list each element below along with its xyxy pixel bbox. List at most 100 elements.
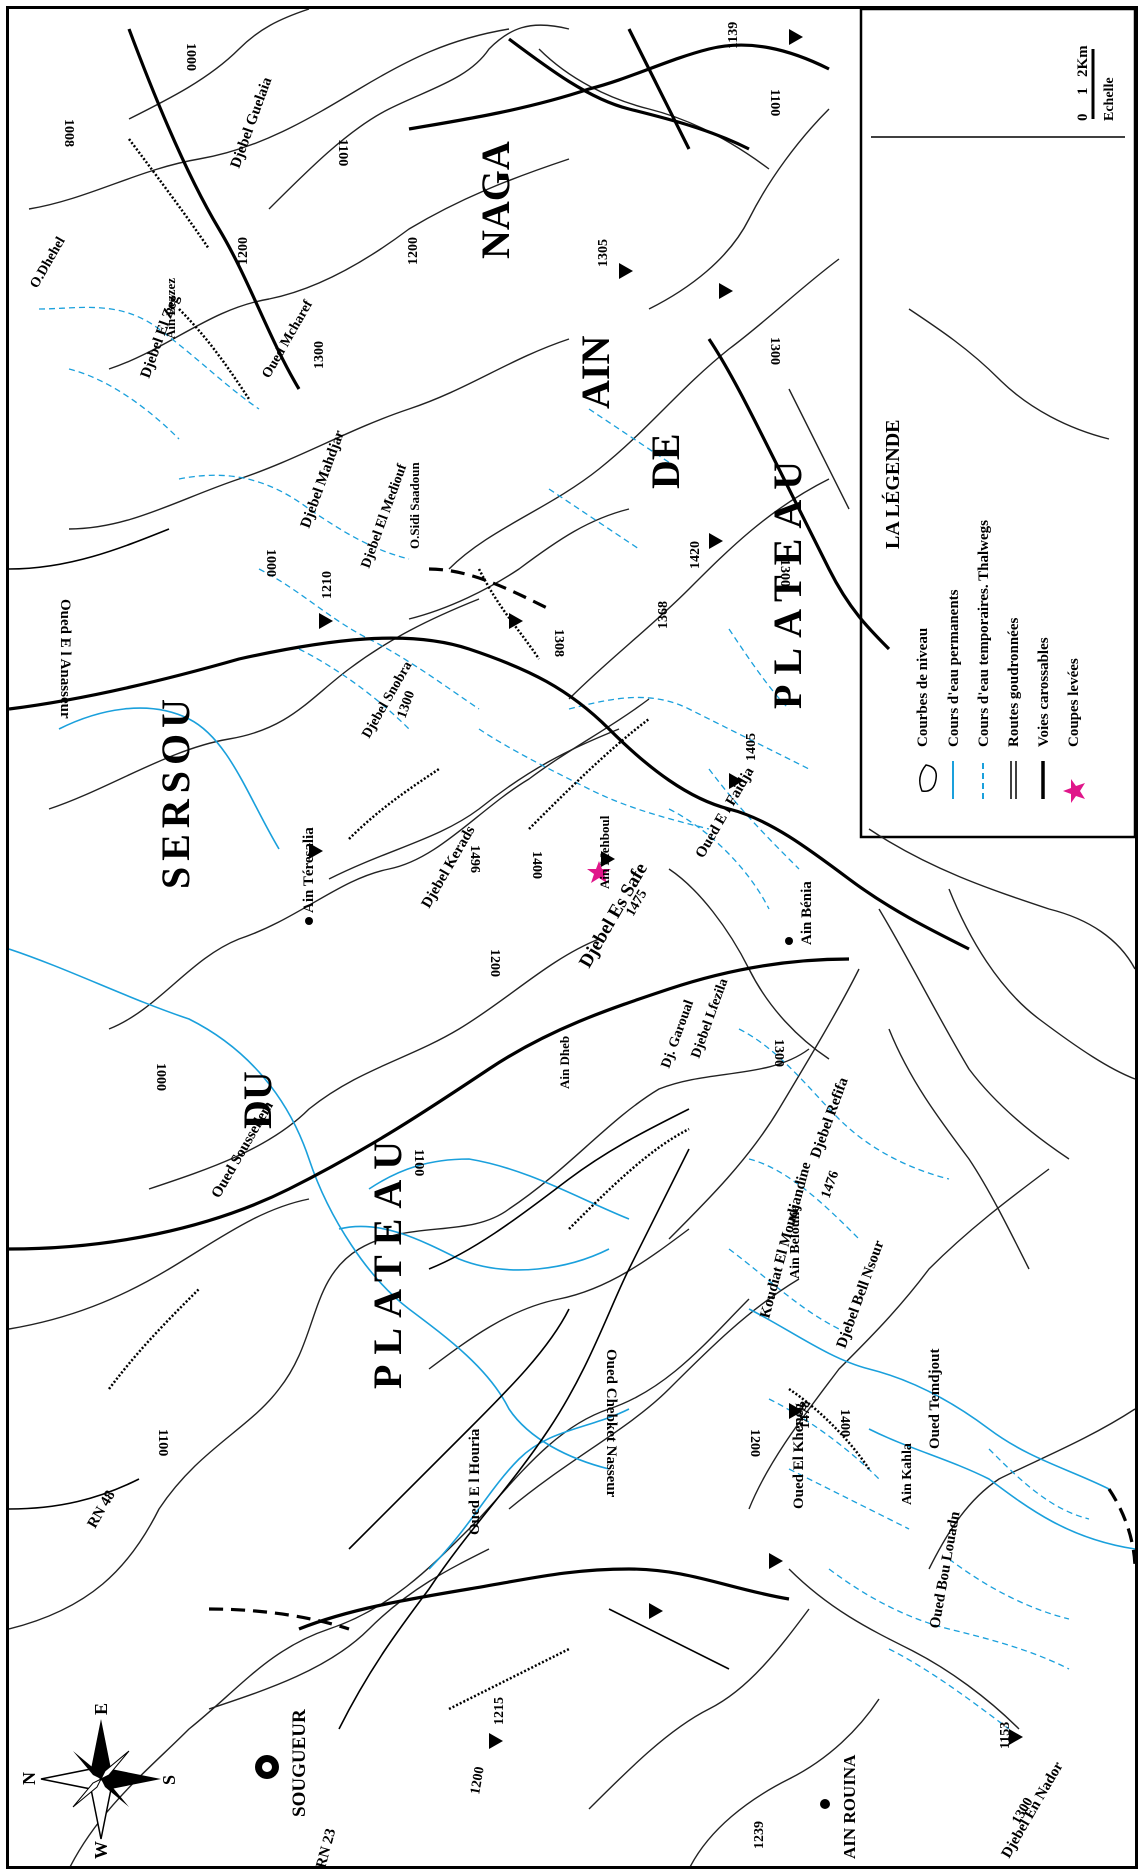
peak-marker-1475: [601, 851, 615, 867]
wadi-anasseur: Oued E l Anasseur: [57, 599, 73, 719]
scale-tick-2: 2Km: [1075, 45, 1091, 77]
legend-label-temporary: Cours d'eau temporaires. Thalwegs: [976, 520, 992, 747]
mtn-nador: Djebel En Nador: [999, 1759, 1067, 1861]
region-plateau-sersou-2: DU: [235, 1071, 280, 1129]
legend-swatch-contour: [919, 764, 938, 792]
place-ain-benia: Ain Bénia: [799, 881, 815, 945]
town-marker-ain-rouina: [820, 1799, 830, 1809]
elev-1478: 1478: [798, 1401, 813, 1429]
road-label-rn23: RN 23: [313, 1827, 339, 1866]
place-ain-bezzez: Ain Bezzez: [163, 278, 178, 339]
wadi-kheneg: Oued El Kheneg: [791, 1403, 807, 1509]
place-ain-dheb: Ain Dheb: [557, 1036, 572, 1089]
elev-1215: 1215: [492, 1697, 507, 1725]
elev-1496: 1496: [467, 845, 482, 873]
legend-swatch-star-icon: [1063, 779, 1085, 803]
legend-label-sections: Coupes levées: [1066, 658, 1082, 747]
wadi-temdjout: Oued Temdjout: [927, 1349, 943, 1449]
elev-1300f: 1300: [767, 337, 782, 365]
elev-1210: 1210: [320, 571, 335, 599]
place-ain-beloulie: Ain Beloulie: [788, 1205, 803, 1279]
place-sougueur: SOUGUEUR: [289, 1709, 310, 1817]
map-symbols: [255, 29, 1023, 1809]
compass-rose: N E S W: [19, 1703, 179, 1859]
elev-1200c: 1200: [747, 1429, 762, 1457]
region-plateau-sersou-1: PLATEAU: [365, 1131, 410, 1389]
elev-1420: 1420: [688, 541, 703, 569]
elev-1008: 1008: [61, 119, 76, 147]
elev-1368: 1368: [656, 601, 671, 629]
place-labels: SOUGUEUR AIN ROUINA Ain Téresalia Ain Bé…: [163, 278, 915, 1859]
elev-1100d: 1100: [767, 89, 782, 116]
compass-label-w: W: [91, 1841, 111, 1859]
region-plateau-ain-4: NAGA: [473, 141, 518, 259]
tracks: [9, 528, 730, 1730]
mtn-guelaia: Djebel Guelaia: [228, 75, 276, 171]
scale-tick-0: 0: [1075, 114, 1091, 122]
elev-1200b: 1200: [487, 949, 502, 977]
elev-1139: 1139: [726, 22, 741, 49]
mtn-koudiat: Koudiat El Moudjandine: [757, 1160, 814, 1320]
elev-1000a: 1000: [153, 1063, 168, 1091]
mtn-mahdjar: Djebel Mahdjar: [298, 428, 348, 530]
scale-tick-1: 1: [1075, 88, 1091, 96]
region-plateau-sersou-3: SERSOU: [153, 693, 198, 889]
elev-1305: 1305: [596, 239, 611, 267]
elev-1400a: 1400: [529, 851, 544, 879]
elev-1200a: 1200: [468, 1766, 488, 1796]
elev-1239: 1239: [752, 1821, 767, 1849]
wadi-faidja: Oued E l Faidja: [693, 764, 758, 861]
elev-1100a: 1100: [155, 1429, 170, 1456]
legend-label-track: Voies carossables: [1036, 637, 1052, 747]
elev-1100b: 1100: [411, 1149, 426, 1176]
legend-label-permanent: Cours d'eau permanents: [946, 589, 962, 747]
elev-1308: 1308: [551, 629, 566, 657]
region-plateau-ain-2: DE: [643, 433, 688, 489]
town-marker-ain-teresalia: [305, 917, 313, 925]
compass-label-s: S: [159, 1775, 179, 1785]
legend-label-paved: Routes goudronnées: [1006, 618, 1022, 747]
place-ain-mehboul: Ain Mehboul: [597, 815, 612, 889]
section-star-icon: [587, 861, 611, 883]
elev-1476: 1476: [819, 1169, 843, 1200]
road-label-rn48: RN 48: [85, 1488, 119, 1531]
mtn-mediouf: Djebel El Mediouf: [359, 462, 411, 570]
road-rn23: [9, 636, 970, 951]
mtn-refifa: Djebel Refifa: [808, 1075, 852, 1160]
compass-label-e: E: [91, 1703, 111, 1715]
elev-1000b: 1000: [263, 549, 278, 577]
region-plateau-ain-1: PLATEAU: [765, 451, 810, 709]
place-ain-teresalia: Ain Téresalia: [301, 827, 317, 913]
town-marker-ain-benia: [785, 937, 793, 945]
paved-roads: [9, 28, 1135, 1631]
place-ain-kahla: Ain Kahla: [900, 1443, 915, 1505]
mtn-garoual: Dj. Garoual: [659, 998, 698, 1070]
elev-1300g: 1300: [312, 341, 327, 369]
permanent-rivers: [9, 707, 1135, 1570]
compass-label-n: N: [19, 1772, 39, 1785]
mtn-belnsour: Djebel Bell Nsour: [834, 1238, 888, 1350]
place-o-sidi: O.Sidi Saadoun: [407, 462, 422, 549]
legend-title: LA LÉGENDE: [881, 420, 904, 549]
legend-label-contour: Courbes de niveau: [915, 628, 931, 747]
elev-1100c: 1100: [335, 139, 350, 166]
elev-1153: 1153: [998, 1722, 1013, 1749]
mtn-safe: Djebel Es Safe: [575, 860, 652, 972]
wadi-houria: Oued E l Houria: [467, 1428, 483, 1535]
region-labels: PLATEAU DU SERSOU PLATEAU DE AIN NAGA: [153, 141, 810, 1389]
wadi-labels: Oued Soussellem Oued Chebket Nasseur Oue…: [27, 235, 963, 1630]
topographic-map: 0 1 2Km Echelle LA LÉGENDE Courbes de ni…: [9, 9, 1135, 1866]
region-plateau-ain-3: AIN: [573, 336, 618, 409]
wadi-chebket: Oued Chebket Nasseur: [603, 1349, 619, 1498]
elev-1000c: 1000: [183, 43, 198, 71]
mtn-lfezila: Djebel Lfezila: [689, 977, 732, 1061]
legend-swatch-paved: [1010, 761, 1017, 799]
map-frame: 0 1 2Km Echelle LA LÉGENDE Courbes de ni…: [6, 6, 1138, 1869]
elev-1405: 1405: [744, 733, 759, 761]
elev-1300e: 1300: [777, 559, 792, 587]
legend-panel: 0 1 2Km Echelle LA LÉGENDE Courbes de ni…: [859, 9, 1135, 839]
temporary-streams: [38, 306, 1090, 1730]
wadi-dhehel: O.Dhehel: [27, 235, 68, 291]
elev-1200d: 1200: [406, 237, 421, 265]
scale-bar: 0 1 2Km Echelle: [1075, 45, 1117, 121]
